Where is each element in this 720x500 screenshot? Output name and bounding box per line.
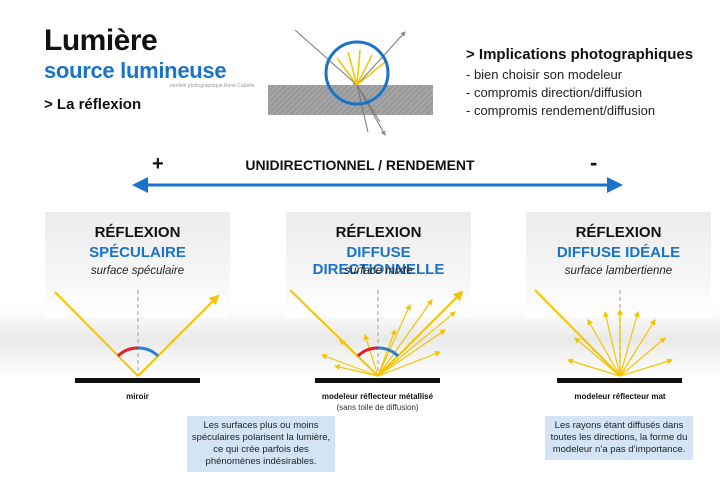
info-box-lambert: Les rayons étant diffusés dans toutes le… — [545, 416, 693, 460]
surface-note-metallic: (sans toile de diffusion) — [336, 403, 419, 412]
axis-minus: - — [590, 150, 598, 175]
page-subtitle: source lumineuse — [44, 58, 227, 83]
surface-label-metallic: modeleur réflecteur métallisé — [321, 392, 434, 401]
panel-specular-type: SPÉCULAIRE — [89, 244, 186, 261]
panel-lambert-bg — [526, 212, 711, 317]
panel-specular-title: RÉFLEXION — [94, 224, 181, 241]
credit-text: modelé photographique René Cabello — [170, 83, 255, 89]
reflection-icon — [268, 29, 433, 136]
mixed-diagram — [289, 289, 464, 377]
surface-label-mirror: miroir — [126, 392, 149, 401]
implication-item: - bien choisir son modeleur — [466, 67, 623, 82]
matte-surface — [557, 378, 682, 383]
panel-mixed-surface: surface mixte — [344, 265, 413, 277]
implications-list: - bien choisir son modeleur - compromis … — [466, 66, 655, 120]
specular-diagram — [54, 290, 220, 377]
panel-lambert-surface: surface lambertienne — [564, 265, 673, 277]
page-title: Lumière — [44, 24, 158, 57]
panel-specular-surface: surface spéculaire — [90, 265, 185, 277]
lambert-diagram — [534, 289, 674, 377]
axis-label: UNIDIRECTIONNEL / RENDEMENT — [245, 157, 475, 173]
section-title: > La réflexion — [44, 96, 142, 113]
implication-item: - compromis direction/diffusion — [466, 85, 643, 100]
axis-plus: + — [152, 153, 164, 175]
panel-lambert-type: DIFFUSE IDÉALE — [556, 244, 681, 261]
icon-circle — [324, 40, 390, 106]
implication-item: - compromis rendement/diffusion — [466, 103, 656, 118]
surface-label-matte: modeleur réflecteur mat — [574, 392, 666, 401]
floor-band — [0, 308, 720, 378]
metallic-surface — [315, 378, 440, 383]
panel-mixed-type: DIFFUSE DIRECTIONNELLE — [312, 244, 445, 278]
mirror-surface — [75, 378, 200, 383]
panel-mixed-title: RÉFLEXION — [335, 224, 422, 241]
axis-arrow — [132, 177, 623, 193]
info-box-specular: Les surfaces plus ou moins spéculaires p… — [187, 416, 335, 472]
panel-lambert-title: RÉFLEXION — [575, 224, 662, 241]
icon-surface — [268, 85, 433, 115]
implications-title: > Implications photographiques — [466, 46, 694, 63]
